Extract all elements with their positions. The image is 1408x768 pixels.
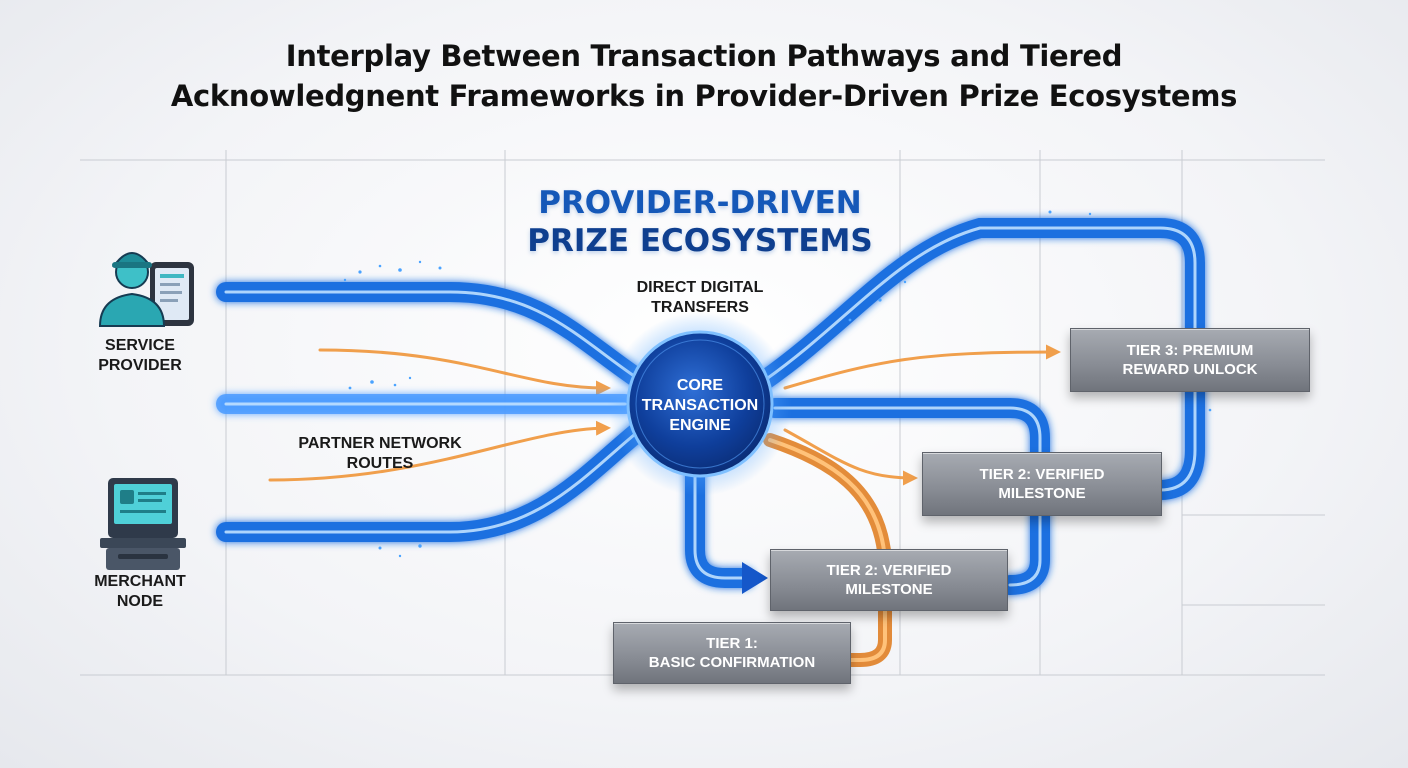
direct-transfers-line-1: DIRECT DIGITAL — [636, 279, 764, 296]
orange-path-2 — [268, 420, 611, 482]
tier2-lower-line-2: MILESTONE — [845, 581, 933, 598]
merchant-terminal-icon — [100, 478, 186, 570]
partner-routes-line-1: PARTNER NETWORK — [298, 435, 462, 452]
heading-line-2: PRIZE ECOSYSTEMS — [527, 223, 873, 259]
orange-path-1 — [318, 348, 611, 396]
tier1-line-2: BASIC CONFIRMATION — [648, 654, 816, 671]
tier2-upper-line-1: TIER 2: VERIFIED — [979, 466, 1105, 483]
service-provider-icon — [98, 252, 194, 327]
title-line-2: Acknowledgnent Frameworks in Provider-Dr… — [170, 79, 1238, 113]
core-engine-label: CORE TRANSACTION ENGINE — [625, 376, 775, 436]
tier2-lower-box: TIER 2: VERIFIED MILESTONE — [770, 549, 1008, 611]
tier3-premium-box: TIER 3: PREMIUM REWARD UNLOCK — [1070, 328, 1310, 392]
service-provider-label: SERVICE PROVIDER — [70, 336, 210, 376]
direct-transfers-line-2: TRANSFERS — [651, 299, 749, 316]
partner-routes-label: PARTNER NETWORK ROUTES — [270, 434, 490, 474]
hub-inner-ring — [635, 339, 765, 469]
merchant-node-line-2: NODE — [116, 593, 164, 610]
tier1-basic-box: TIER 1: BASIC CONFIRMATION — [613, 622, 851, 684]
service-provider-line-1: SERVICE — [105, 337, 175, 354]
hub-circle — [626, 330, 774, 478]
tier2-upper-box: TIER 2: VERIFIED MILESTONE — [922, 452, 1162, 516]
tier2-upper-line-2: MILESTONE — [998, 485, 1086, 502]
partner-routes-line-2: ROUTES — [346, 455, 414, 472]
hub-line-1: CORE — [676, 377, 724, 394]
diagram-heading: PROVIDER-DRIVEN PRIZE ECOSYSTEMS — [500, 184, 900, 260]
orange-path-3 — [783, 344, 1061, 390]
title-line-1: Interplay Between Transaction Pathways a… — [285, 39, 1123, 73]
blue-path-highlights — [224, 226, 1197, 587]
orange-down-pipe-highlight — [768, 438, 887, 662]
hub-line-2: TRANSACTION — [641, 397, 759, 414]
hub-line-3: ENGINE — [669, 417, 731, 434]
service-provider-line-2: PROVIDER — [98, 357, 182, 374]
tier1-line-1: TIER 1: — [706, 635, 758, 652]
heading-line-1: PROVIDER-DRIVEN — [538, 185, 862, 221]
merchant-node-line-1: MERCHANT — [94, 573, 186, 590]
orange-pathways — [268, 344, 1061, 486]
page-title: Interplay Between Transaction Pathways a… — [0, 36, 1408, 116]
tier2-lower-line-1: TIER 2: VERIFIED — [826, 562, 952, 579]
tier3-line-2: REWARD UNLOCK — [1122, 361, 1258, 378]
blue-arrow-head — [742, 562, 768, 594]
tier3-line-1: TIER 3: PREMIUM — [1126, 342, 1254, 359]
direct-transfers-label: DIRECT DIGITAL TRANSFERS — [600, 278, 800, 318]
orange-path-4 — [783, 428, 918, 486]
merchant-node-label: MERCHANT NODE — [70, 572, 210, 612]
